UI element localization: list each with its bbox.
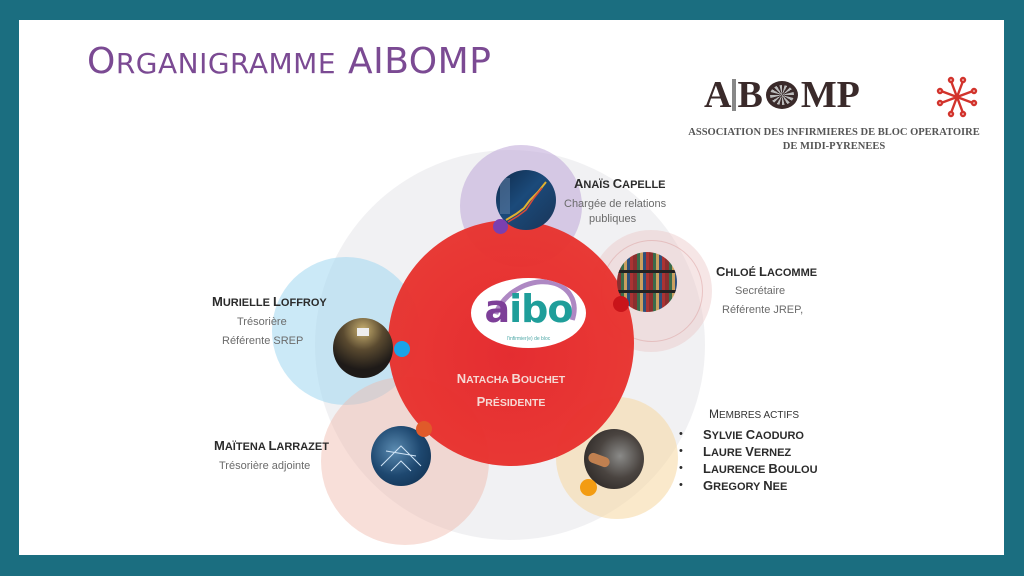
members-dot [580,479,597,496]
president-name: NATACHA BOUCHET [456,371,566,386]
title-suffix: AIBOMP [348,41,492,82]
president-role: PRÉSIDENTE [476,394,546,409]
occitan-cross-icon [936,76,978,118]
lacomme-role-1: Secrétaire [735,285,786,297]
page-title: ORGANIGRAMME AIBOMP [87,40,491,86]
larrazet-dot [416,421,432,437]
capelle-role-2: publiques [589,213,637,225]
lacomme-name: CHLOÉ LACOMME [716,264,818,279]
loffroy-dot [394,341,410,357]
logo-subtitle-2: DE MIDI-PYRENEES [782,141,886,152]
surgical-lamp-icon [765,81,798,109]
list-item: •LAURENCE BOULOU [679,461,818,476]
active-members-list: MEMBRES ACTIFS •SYLVIE CAODURO •LAURE VE… [679,406,818,494]
loffroy-role-2: Référente SREP [222,335,304,347]
title-smallcaps: RGANIGRAMME [115,47,337,80]
list-item: •GREGORY NEE [679,478,788,493]
capelle-role-1: Chargée de relations [564,198,667,210]
surgery-photo [584,429,644,489]
list-item: •LAURE VERNEZ [679,444,792,459]
lacomme-dot [613,296,629,312]
aibo-logo-text: aibo [484,287,574,331]
active-members-header: MEMBRES ACTIFS [709,407,800,421]
larrazet-role-1: Trésorière adjointe [219,460,311,472]
logo-subtitle-1: ASSOCIATION DES INFIRMIERES DE BLOC OPER… [688,127,980,138]
title-initial: O [87,41,116,82]
list-item: •SYLVIE CAODURO [679,427,804,442]
larrazet-name: MAÏTENA LARRAZET [214,438,329,453]
conference-photo [333,318,393,378]
loffroy-role-1: Trésorière [237,316,287,328]
aibo-tagline: l'infirmier(e) de bloc [506,336,551,342]
aibo-logo: aibo l'infirmier(e) de bloc [471,278,586,348]
loffroy-name: MURIELLE LOFFROY [212,294,327,309]
capelle-name: ANAÏS CAPELLE [574,176,666,191]
lacomme-role-2: Référente JREP, [722,304,804,316]
capelle-dot [493,219,508,234]
stock-chart-photo [496,170,556,230]
